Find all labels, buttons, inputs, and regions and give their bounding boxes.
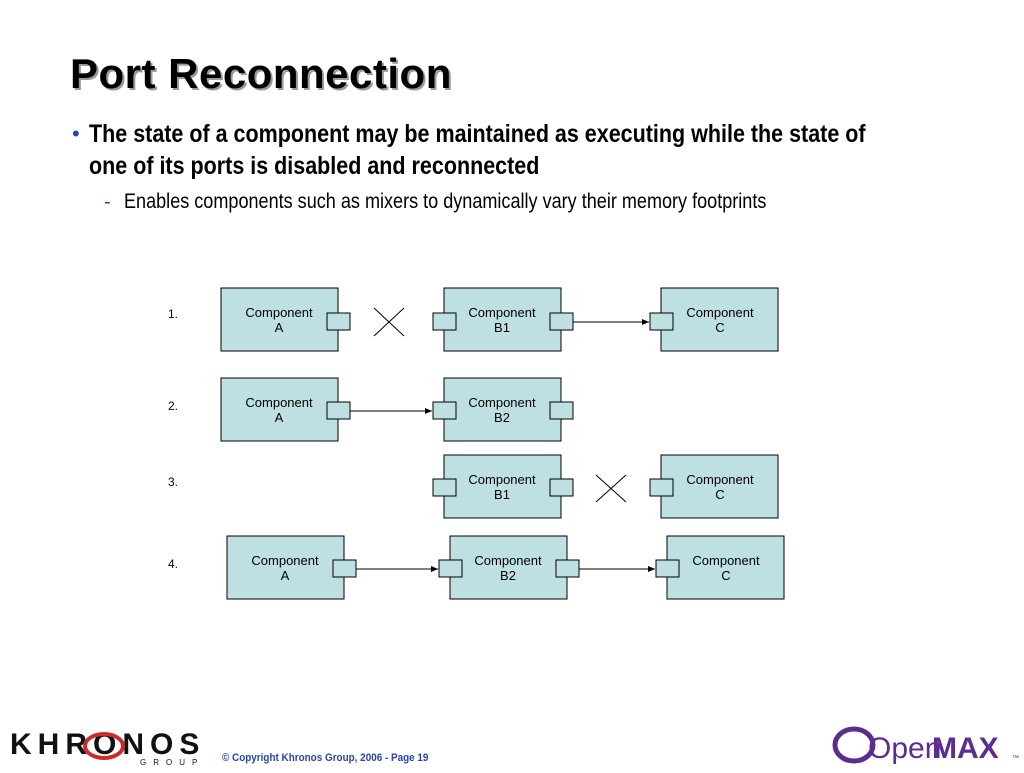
component-label-line2: C <box>715 487 724 502</box>
step-4-label: 4. <box>168 557 178 571</box>
sub-bullet: - Enables components such as mixers to d… <box>104 188 871 216</box>
khronos-group-label: GROUP <box>140 758 205 767</box>
input-port <box>432 401 457 420</box>
step-3-cross <box>595 474 627 503</box>
main-bullet: • The state of a component may be mainta… <box>72 118 1002 182</box>
openmax-logo: Open MAX ™ <box>832 722 1022 773</box>
component-label-line1: Component <box>468 305 536 320</box>
output-port <box>555 559 580 578</box>
component-label-line1: Component <box>468 395 536 410</box>
component-label-line1: Component <box>686 305 754 320</box>
bullet-dot-icon: • <box>72 121 80 146</box>
component-label-line2: C <box>721 568 730 583</box>
output-port <box>326 401 351 420</box>
component-label-line2: A <box>275 410 284 425</box>
step-2-label: 2. <box>168 399 178 413</box>
input-port <box>649 312 674 331</box>
main-bullet-text: The state of a component may be maintain… <box>89 120 866 180</box>
trademark-symbol: ™ <box>1012 755 1019 762</box>
step-1-component-a: Component A <box>220 287 351 352</box>
output-port <box>549 478 574 497</box>
component-label-line2: A <box>275 320 284 335</box>
output-port <box>326 312 351 331</box>
openmax-max-text: MAX <box>932 732 999 765</box>
step-3-component-c: Component C <box>649 454 779 519</box>
component-label-line2: A <box>281 568 290 583</box>
step-1-component-c: Component C <box>649 287 779 352</box>
component-label-line1: Component <box>251 553 319 568</box>
copyright-text: © Copyright Khronos Group, 2006 - Page 1… <box>222 752 429 764</box>
khronos-swoosh-icon <box>83 732 125 760</box>
sub-bullet-text: Enables components such as mixers to dyn… <box>124 190 767 213</box>
step-1-cross <box>373 307 405 337</box>
component-label-line2: B1 <box>494 320 510 335</box>
component-label-line1: Component <box>468 472 536 487</box>
component-label-line1: Component <box>245 395 313 410</box>
step-4-component-c: Component C <box>655 535 785 600</box>
step-2-component-a: Component A <box>220 377 351 442</box>
dash-icon: - <box>104 191 111 213</box>
input-port <box>438 559 463 578</box>
step-1-component-b1: Component B1 <box>432 287 574 352</box>
step-1-label: 1. <box>168 307 178 321</box>
component-label-line1: Component <box>474 553 542 568</box>
component-label-line1: Component <box>692 553 760 568</box>
input-port <box>432 478 457 497</box>
openmax-o-swoosh-icon <box>832 726 876 764</box>
output-port <box>549 312 574 331</box>
openmax-open-text: Open <box>868 732 941 765</box>
component-label-line2: B1 <box>494 487 510 502</box>
input-port <box>655 559 680 578</box>
output-port <box>332 559 357 578</box>
component-label-line2: B2 <box>500 568 516 583</box>
output-port <box>549 401 574 420</box>
step-4-component-a: Component A <box>226 535 357 600</box>
input-port <box>649 478 674 497</box>
component-label-line2: B2 <box>494 410 510 425</box>
step-4-component-b2: Component B2 <box>438 535 580 600</box>
component-label-line1: Component <box>245 305 313 320</box>
input-port <box>432 312 457 331</box>
component-label-line1: Component <box>686 472 754 487</box>
step-2-component-b2: Component B2 <box>432 377 574 442</box>
step-3-component-b1: Component B1 <box>432 454 574 519</box>
step-3-label: 3. <box>168 475 178 489</box>
slide-title: Port Reconnection <box>70 50 452 97</box>
component-label-line2: C <box>715 320 724 335</box>
